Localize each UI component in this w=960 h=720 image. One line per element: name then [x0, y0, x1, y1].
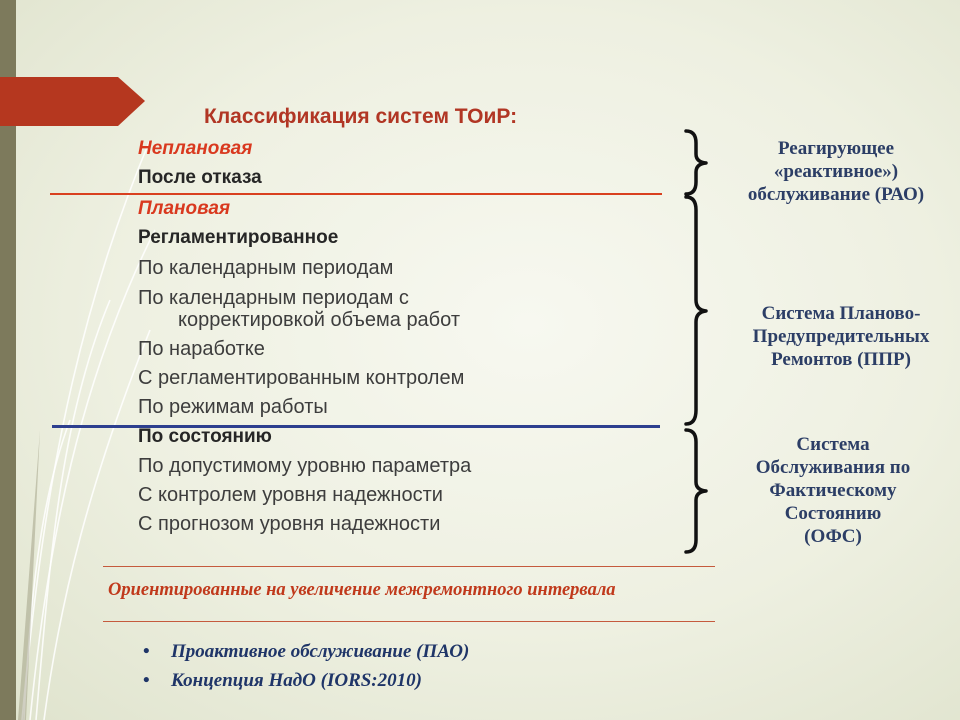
left-accent-bar: [0, 0, 16, 720]
bullet-text: Концепция НадО (IORS:2010): [171, 670, 422, 691]
list-item: По допустимому уровню параметра: [138, 455, 472, 477]
list-item: По календарным периодам: [138, 257, 394, 279]
bottom-heading: Ориентированные на увеличение межремонтн…: [108, 580, 616, 600]
slide-title: Классификация систем ТОиР:: [204, 105, 518, 128]
side-label-reactive: Реагирующее «реактивное») обслуживание (…: [716, 137, 956, 206]
side-label-line: Ремонтов (ППР): [771, 349, 911, 370]
list-item: По режимам работы: [138, 396, 328, 418]
side-label-ppr: Система Планово- Предупредительных Ремон…: [722, 302, 960, 371]
side-label-line: Фактическому: [769, 480, 897, 501]
side-label-line: Реагирующее: [777, 138, 895, 159]
list-heading-regulated: Регламентированное: [138, 227, 339, 248]
bullet-item: • Проактивное обслуживание (ПАО): [143, 641, 469, 663]
title-tab-shape: [0, 77, 145, 126]
thin-divider-top: [103, 566, 715, 567]
list-item: С регламентированным контролем: [138, 367, 465, 389]
side-label-line: Предупредительных: [752, 326, 930, 347]
side-label-ofs: Система Обслуживания по Фактическому Сос…: [716, 433, 950, 548]
side-label-line: Система Планово-: [761, 303, 921, 324]
list-heading-after-failure: После отказа: [138, 167, 262, 188]
side-label-line: обслуживание (РАО): [747, 184, 925, 205]
side-label-line: «реактивное»): [773, 161, 899, 182]
thin-divider-bottom: [103, 621, 715, 622]
side-label-line: Состоянию: [784, 503, 882, 524]
list-item: С контролем уровня надежности: [138, 484, 443, 506]
side-label-line: (ОФС): [804, 526, 862, 547]
bullet-item: • Концепция НадО (IORS:2010): [143, 670, 422, 692]
list-heading-by-condition: По состоянию: [138, 426, 272, 447]
list-item: По календарным периодам с: [138, 287, 409, 309]
bullet-text: Проактивное обслуживание (ПАО): [171, 641, 470, 662]
side-label-line: Система: [796, 434, 870, 455]
list-heading-planned: Плановая: [138, 198, 231, 219]
list-item: С прогнозом уровня надежности: [138, 513, 441, 535]
list-item-continuation: корректировкой объема работ: [178, 309, 460, 331]
bullet-icon: •: [143, 641, 150, 662]
red-divider-line: [50, 193, 662, 195]
side-label-line: Обслуживания по: [755, 457, 911, 478]
list-item: По наработке: [138, 338, 265, 360]
bullet-icon: •: [143, 670, 150, 691]
blue-divider-line: [52, 425, 660, 428]
list-heading-unplanned: Неплановая: [138, 138, 253, 159]
